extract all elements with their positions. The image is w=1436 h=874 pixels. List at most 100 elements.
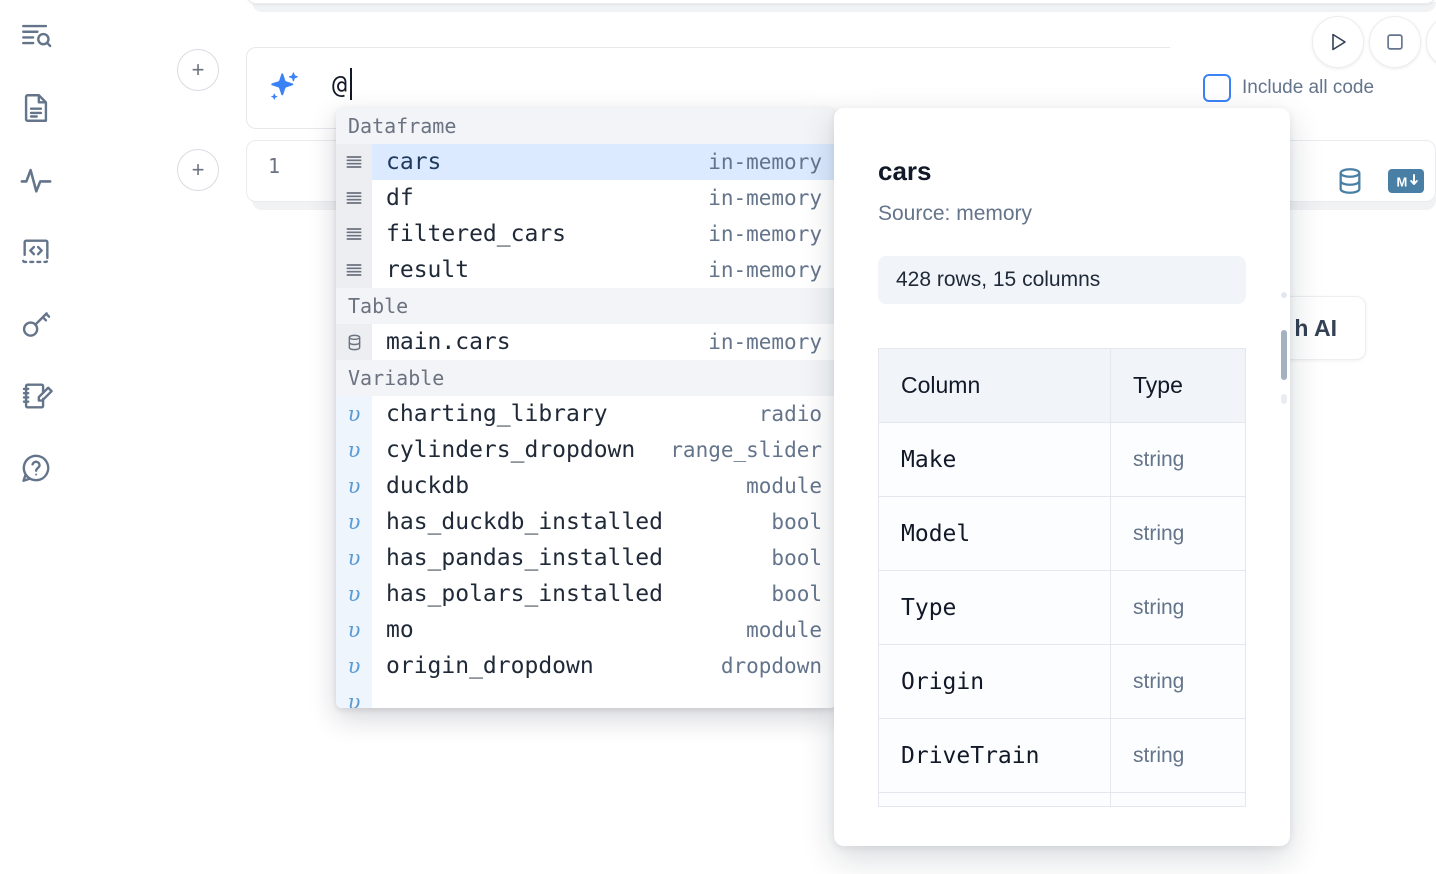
previous-cell-shadow (252, 2, 1436, 12)
autocomplete-item-type: bool (771, 546, 822, 570)
schema-column-name: Model (878, 496, 1111, 571)
autocomplete-item-partial[interactable]: υ (336, 684, 836, 708)
autocomplete-group-header: Variable (336, 360, 836, 396)
autocomplete-item-type: in-memory (708, 258, 822, 282)
schema-column-name: DriveTrain (878, 718, 1111, 793)
run-cell-button[interactable] (1312, 16, 1364, 68)
preview-source: Source: memory (878, 202, 1033, 225)
outline-search-icon[interactable] (12, 12, 60, 60)
include-all-code-row[interactable]: Include all code (1203, 74, 1374, 102)
help-question-icon[interactable] (12, 444, 60, 492)
autocomplete-item-name: df (386, 185, 414, 211)
autocomplete-item-body: main.cars in-memory (372, 324, 836, 360)
autocomplete-item-name: has_duckdb_installed (386, 509, 663, 535)
autocomplete-item-body: has_duckdb_installed bool (372, 504, 836, 540)
variable-icon: υ (336, 468, 372, 504)
dataframe-rows-icon (336, 252, 372, 288)
autocomplete-item-name: origin_dropdown (386, 653, 594, 679)
schema-column-name: Type (878, 570, 1111, 645)
autocomplete-item-type: dropdown (720, 654, 822, 678)
ai-card-label: h AI (1294, 314, 1337, 341)
scrollbar-track-bottom (1281, 394, 1287, 404)
autocomplete-item[interactable]: main.cars in-memory (336, 324, 836, 360)
autocomplete-item-body: has_pandas_installed bool (372, 540, 836, 576)
autocomplete-item-name: duckdb (386, 473, 470, 499)
schema-column-type: string (1110, 570, 1246, 645)
markdown-icon[interactable]: M (1387, 168, 1425, 194)
ai-prompt-input[interactable]: @ (332, 70, 348, 99)
ai-sparkle-icon (264, 66, 304, 110)
autocomplete-item[interactable]: υ origin_dropdown dropdown (336, 648, 836, 684)
autocomplete-item[interactable]: df in-memory (336, 180, 836, 216)
dataframe-rows-icon (336, 144, 372, 180)
dataframe-preview-panel: cars Source: memory 428 rows, 15 columns… (834, 108, 1290, 846)
variable-icon: υ (336, 648, 372, 684)
autocomplete-item[interactable]: result in-memory (336, 252, 836, 288)
schema-column-name: Make (878, 422, 1111, 497)
scrollbar-track-top (1281, 292, 1287, 298)
autocomplete-item-name: cars (386, 149, 442, 175)
stop-cell-button[interactable] (1369, 16, 1421, 68)
autocomplete-item-body: result in-memory (372, 252, 836, 288)
autocomplete-item-type: in-memory (708, 186, 822, 210)
include-all-code-label: Include all code (1242, 77, 1375, 98)
variable-icon: υ (336, 612, 372, 648)
include-all-code-checkbox[interactable] (1203, 74, 1231, 102)
plus-icon: + (191, 157, 205, 182)
autocomplete-item-name: main.cars (386, 329, 511, 355)
autocomplete-item-type: module (746, 474, 822, 498)
add-cell-button-top[interactable]: + (177, 49, 219, 91)
autocomplete-item-type: in-memory (708, 330, 822, 354)
table-header-row: Column Type (878, 348, 1246, 423)
code-snippet-icon[interactable] (12, 228, 60, 276)
schema-column-type: string (1110, 644, 1246, 719)
autocomplete-item-type: in-memory (708, 222, 822, 246)
autocomplete-item-body: duckdb module (372, 468, 836, 504)
dataframe-rows-icon (336, 216, 372, 252)
scratchpad-edit-icon[interactable] (12, 372, 60, 420)
autocomplete-item-name: result (386, 257, 470, 283)
autocomplete-item-name: mo (386, 617, 414, 643)
activity-pulse-icon[interactable] (12, 156, 60, 204)
autocomplete-item-body (372, 684, 836, 708)
add-cell-button-bottom[interactable]: + (177, 149, 219, 191)
file-document-icon[interactable] (12, 84, 60, 132)
more-options-button[interactable] (1426, 16, 1436, 68)
variable-icon: υ (336, 684, 372, 708)
database-icon[interactable] (1332, 163, 1368, 199)
preview-scrollbar-thumb[interactable] (1281, 330, 1287, 380)
variable-icon: υ (336, 396, 372, 432)
schema-column-type: string (1110, 422, 1246, 497)
schema-column-name: Origin (878, 644, 1111, 719)
autocomplete-item-type: range_slider (670, 438, 822, 462)
autocomplete-item[interactable]: cars in-memory (336, 144, 836, 180)
autocomplete-item-body: df in-memory (372, 180, 836, 216)
autocomplete-item-type: in-memory (708, 150, 822, 174)
autocomplete-group-header: Table (336, 288, 836, 324)
autocomplete-item-name: has_pandas_installed (386, 545, 663, 571)
column-header-column: Column (878, 348, 1111, 423)
key-secret-icon[interactable] (12, 300, 60, 348)
text-caret (350, 68, 352, 100)
autocomplete-item-type: radio (758, 402, 822, 426)
autocomplete-item-type: bool (771, 510, 822, 534)
